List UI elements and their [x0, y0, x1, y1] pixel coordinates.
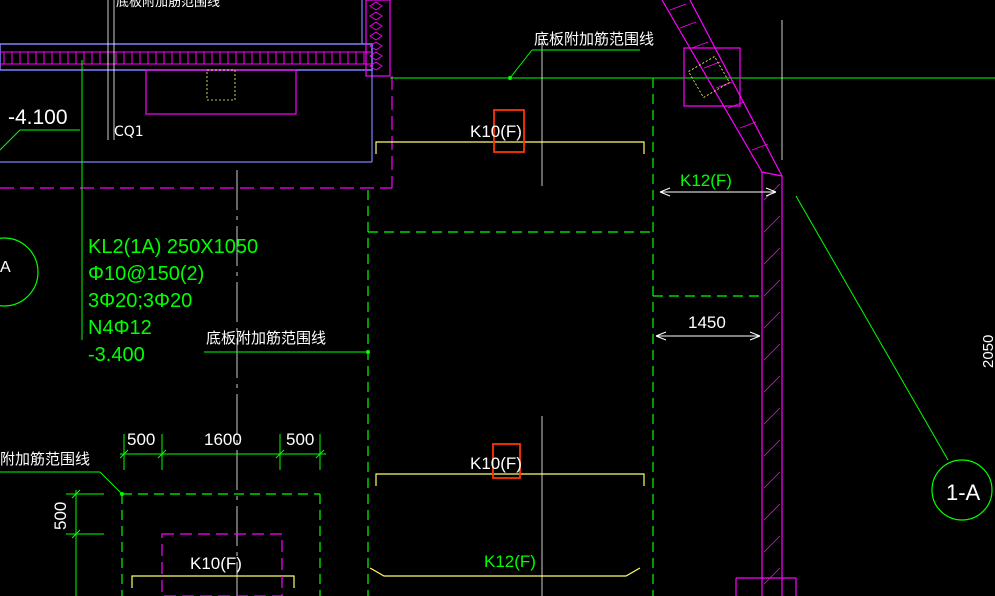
dim-1450-line [655, 331, 761, 341]
k12-right-dimension [659, 187, 777, 197]
label-range-line-top: 底板附加筋范围线 [534, 30, 654, 48]
label-section-1a: 1-A [946, 480, 981, 505]
label-k12-right: K12(F) [680, 171, 732, 190]
label-dim-500-left: 500 [127, 430, 155, 449]
lower-left-pit [161, 533, 283, 596]
label-dim-2050: 2050 [980, 335, 995, 368]
leader-lines [0, 49, 949, 495]
label-dim-500-vertical: 500 [51, 502, 70, 530]
label-dim-1450: 1450 [688, 313, 726, 332]
right-diagonal-wall [661, 0, 797, 596]
label-dim-500-right: 500 [286, 430, 314, 449]
beam-text-line4: N4Φ12 [88, 317, 152, 339]
section-circle-1a [931, 459, 993, 521]
label-dim-1600: 1600 [204, 430, 242, 449]
beam-text-line3: 3Φ20;3Φ20 [88, 290, 192, 312]
label-k10-lower-left: K10(F) [190, 554, 242, 573]
label-range-line-left: 附加筋范围线 [0, 450, 90, 468]
section-circle-a [0, 237, 39, 307]
magenta-dashed-boundaries [0, 76, 393, 189]
label-top-cut: 底板附加筋范围线 [116, 0, 220, 10]
label-k10-upper: K10(F) [470, 122, 522, 141]
bottom-left-dimensions [66, 434, 326, 596]
beam-text-line5: -3.400 [88, 344, 145, 366]
leader-dot-top [508, 76, 512, 80]
label-k10-mid: K10(F) [470, 454, 522, 473]
white-center-lines [107, 0, 783, 596]
label-cq1: CQ1 [114, 124, 144, 140]
highlight-box-upper[interactable] [493, 109, 525, 153]
beam-text-line2: Φ10@150(2) [88, 263, 204, 285]
label-elev-minus-4100: -4.100 [8, 106, 68, 129]
green-dashed-frame [121, 78, 762, 596]
leader-dot-left [120, 492, 124, 496]
beam-text-line1: KL2(1A) 250X1050 [88, 236, 258, 258]
leader-dot-mid [366, 350, 370, 354]
label-section-a-partial: A [0, 259, 11, 276]
top-left-wall [0, 0, 391, 163]
label-range-line-mid: 底板附加筋范围线 [206, 329, 326, 347]
rebar-lines [131, 141, 645, 588]
label-k12-bottom: K12(F) [484, 552, 536, 571]
highlight-box-mid[interactable] [492, 443, 521, 479]
